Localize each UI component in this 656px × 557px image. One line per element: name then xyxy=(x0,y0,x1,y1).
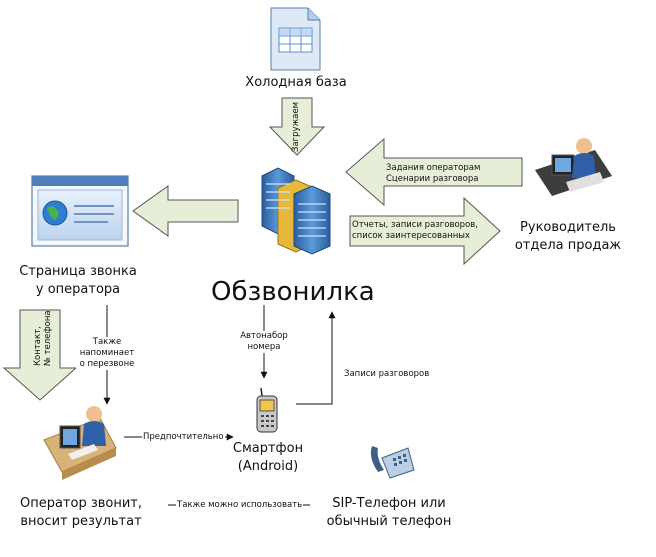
contact-line1: Контакт, xyxy=(33,326,43,366)
tasks-arrow xyxy=(345,137,523,207)
upload-arrow xyxy=(268,97,326,156)
cold-base-text: Холодная база xyxy=(245,75,347,90)
manager-line1: Руководитель xyxy=(520,220,616,235)
preferably-label: Предпочтительно xyxy=(142,432,225,443)
smartphone-label: Смартфон (Android) xyxy=(222,440,314,476)
reminder-line2: напоминает xyxy=(79,348,135,358)
reports-line2: список заинтересованных xyxy=(352,231,471,241)
operator-page-label: Страница звонка у оператора xyxy=(0,263,156,299)
manager-desk-icon xyxy=(535,138,612,196)
manager-line2: отдела продаж xyxy=(514,238,622,253)
recordings-connector xyxy=(296,311,336,405)
operator-page-line1: Страница звонка xyxy=(19,264,137,279)
sip-phone-label: SIP-Телефон или обычный телефон xyxy=(318,495,460,531)
operator-calls-line1: Оператор звонит, xyxy=(19,496,143,511)
contact-arrow xyxy=(2,309,78,401)
server-to-page-arrow xyxy=(132,185,239,237)
sip-line1: SIP-Телефон или xyxy=(332,496,446,511)
smartphone-line2: (Android) xyxy=(237,459,299,474)
spreadsheet-document-icon xyxy=(270,7,321,71)
operator-calls-label: Оператор звонит, вносит результат xyxy=(6,495,156,531)
autodial-line2: номера xyxy=(247,342,281,352)
reports-arrow xyxy=(349,196,501,266)
tasks-line2: Сценарии разговора xyxy=(386,174,479,184)
smartphone-icon xyxy=(256,387,278,433)
reminder-label: Также напоминает о перезвоне xyxy=(76,337,138,370)
operator-calls-line2: вносит результат xyxy=(20,514,142,529)
upload-label: Загружаем xyxy=(291,101,301,152)
autodial-line1: Автонабор xyxy=(240,331,288,341)
contact-label: Контакт, № телефона xyxy=(33,310,53,366)
operator-page-line2: у оператора xyxy=(35,282,121,297)
reports-label: Отчеты, записи разговоров, список заинте… xyxy=(352,220,478,242)
desk-phone-icon xyxy=(370,446,415,479)
cold-base-label: Холодная база xyxy=(226,74,366,92)
manager-label: Руководитель отдела продаж xyxy=(506,219,630,255)
reminder-line3: о перезвоне xyxy=(79,359,135,369)
reports-line1: Отчеты, записи разговоров, xyxy=(352,220,478,230)
smartphone-line1: Смартфон xyxy=(232,441,304,456)
system-name-title: Обзвонилка xyxy=(211,277,375,307)
tasks-label: Задания операторам Сценарии разговора xyxy=(386,163,480,185)
contact-line2: № телефона xyxy=(43,310,53,366)
operator-desk-icon xyxy=(43,406,117,480)
server-cluster-icon xyxy=(261,167,331,255)
also-use-label: Также можно использовать xyxy=(176,500,304,511)
browser-page-icon xyxy=(31,175,129,247)
reminder-line1: Также xyxy=(92,337,122,347)
recordings-label: Записи разговоров xyxy=(344,369,430,380)
sip-line2: обычный телефон xyxy=(326,514,452,529)
tasks-line1: Задания операторам xyxy=(386,163,481,173)
autodial-label: Автонабор номера xyxy=(230,331,298,353)
